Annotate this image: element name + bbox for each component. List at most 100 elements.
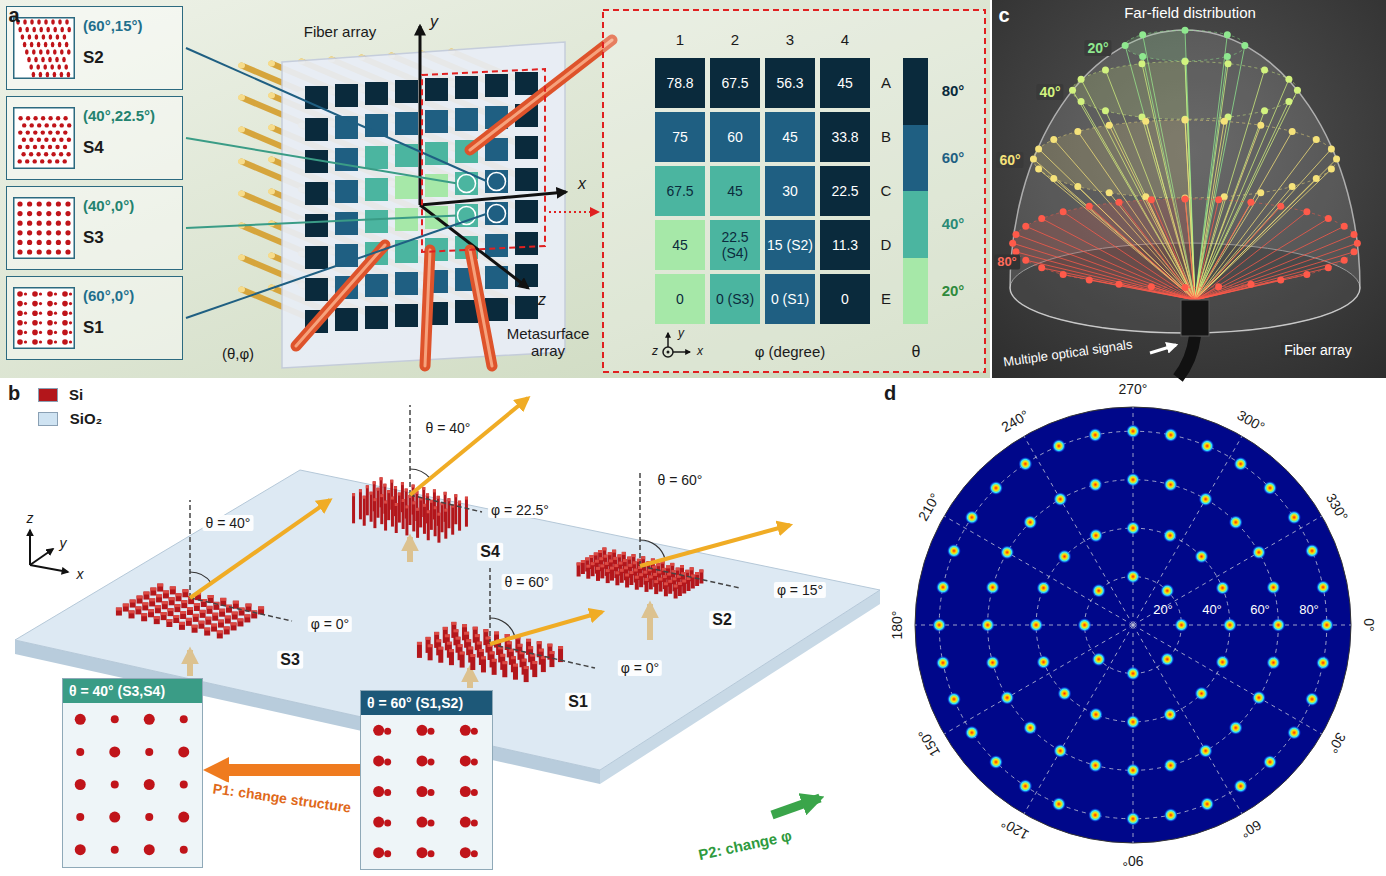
structure-pattern (41, 130, 45, 134)
silicon-pillars (163, 590, 169, 593)
silicon-pillars (116, 584, 264, 639)
silicon-pillars (581, 560, 585, 574)
silicon-pillars (600, 564, 604, 578)
table-cell: 45 (821, 75, 869, 91)
silicon-pillars (244, 614, 250, 622)
silicon-pillars (426, 637, 431, 640)
angle-table (710, 112, 760, 162)
metasurface-array (485, 74, 508, 97)
panel-letter: d (884, 382, 896, 405)
column-number: 2 (731, 31, 739, 48)
structure-pattern (34, 57, 38, 63)
silicon-pillars (438, 647, 443, 663)
panel-a (0, 0, 990, 378)
silicon-pillars (615, 571, 619, 574)
panel-c (1195, 111, 1265, 300)
angle-label: θ = 40° (423, 420, 474, 436)
panel-d (1126, 812, 1140, 826)
structure-pattern (63, 116, 67, 120)
silicon-pillars (464, 632, 469, 635)
axis-title: φ (degree) (755, 343, 826, 360)
silicon-pillars (116, 608, 122, 616)
structure-pattern (63, 703, 201, 866)
panel-c (1354, 240, 1361, 247)
panel-c (1148, 196, 1155, 203)
silicon-pillars (200, 610, 206, 613)
panel-c (1026, 260, 1195, 300)
silicon-pillars (635, 576, 639, 590)
silicon-pillars (359, 489, 362, 492)
output-beam (190, 500, 330, 598)
angle-table (820, 274, 870, 324)
silicon-pillars (434, 506, 437, 536)
input-arrow (190, 537, 650, 688)
structure-pattern (39, 49, 43, 55)
metasurface-array (515, 200, 538, 223)
structure-pattern (27, 57, 31, 63)
silicon-pillars (539, 649, 544, 652)
silicon-pillars (522, 659, 527, 662)
silicon-pillars (258, 606, 264, 614)
panel-d (915, 625, 1133, 626)
panel-c (1013, 199, 1195, 300)
panel-c (1063, 212, 1195, 300)
silicon-pillars (595, 560, 599, 563)
structure-pattern (18, 27, 22, 33)
structure-pattern (56, 201, 61, 206)
angle-table (820, 58, 870, 108)
panel-c (1261, 107, 1268, 114)
structure-inset: (40°,0°)S3 (6, 186, 183, 270)
light-beam-rod (296, 40, 612, 366)
structure-pattern (37, 123, 41, 127)
structure-pattern (373, 755, 384, 766)
structure-pattern (33, 159, 37, 163)
panel-c (1195, 206, 1281, 300)
panel-letter: b (8, 382, 20, 405)
panel-d (1271, 618, 1285, 632)
angle-table (655, 166, 705, 216)
silicon-pillars (181, 600, 187, 603)
panel-d (1133, 625, 1242, 814)
legend-text: 80° (942, 82, 965, 99)
silicon-pillars (507, 641, 512, 644)
panel-d (1089, 708, 1103, 722)
silicon-pillars (402, 499, 405, 529)
axis-label: y (430, 13, 438, 31)
column-number: 4 (841, 31, 849, 48)
silicon-pillars (605, 562, 609, 565)
panel-d (1126, 521, 1140, 535)
panel-d (1287, 726, 1301, 740)
structure-pattern (44, 42, 48, 48)
silicon-pillars (639, 573, 643, 576)
colorbar-title: θ (912, 343, 921, 361)
structure-pattern (428, 758, 435, 765)
legend-swatch (38, 388, 58, 402)
silicon-pillars (454, 494, 457, 524)
silicon-pillars (204, 628, 210, 636)
silicon-pillars (610, 567, 614, 570)
silicon-pillars (585, 558, 589, 561)
panel-c (1285, 76, 1292, 83)
silicon-pillars (135, 606, 141, 609)
panel-c (1035, 145, 1042, 152)
structure-pattern (54, 302, 57, 305)
structure-pattern (21, 34, 25, 40)
structure-pattern (47, 291, 53, 297)
legend-text: 60° (942, 149, 965, 166)
output-beam (490, 618, 515, 637)
silicon-pillars (168, 608, 174, 611)
structure-name: S4 (83, 138, 104, 158)
angle-label: (60°,0°) (83, 287, 134, 304)
structure-pattern (56, 34, 60, 40)
structure-pattern (43, 64, 47, 70)
silicon-pillars (447, 642, 452, 645)
panel-c (992, 0, 1386, 378)
structure-pattern (25, 159, 29, 163)
silicon-pillars (479, 649, 484, 652)
structure-pattern (111, 715, 119, 723)
structure-pattern (23, 42, 27, 48)
angle-table (655, 112, 705, 162)
silicon-pillars (445, 634, 450, 637)
angle-label: θ = 60° (655, 472, 706, 488)
structure-pattern (67, 72, 71, 78)
